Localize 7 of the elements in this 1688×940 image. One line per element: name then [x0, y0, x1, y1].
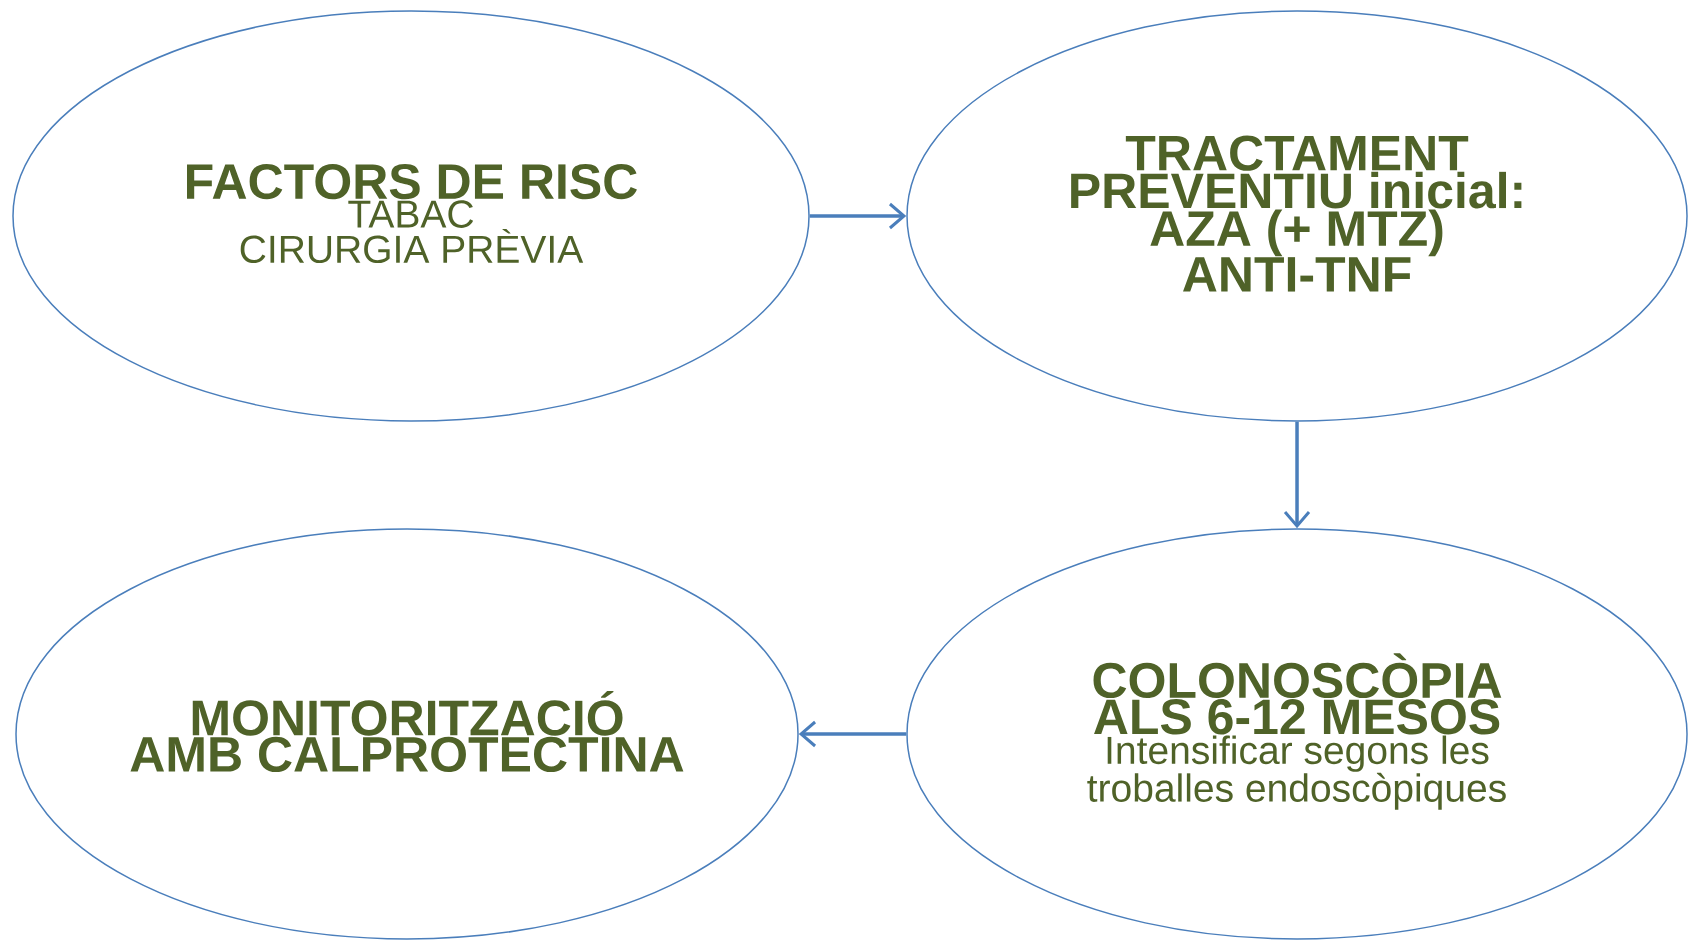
ellipse-node: FACTORS DE RISC TABAC CIRURGIA PRÈVIA — [12, 10, 810, 422]
arrow — [1283, 421, 1311, 529]
arrow — [809, 202, 907, 230]
ellipse-node: COLONOSCÒPIA ALS 6-12 MESOS Intensificar segons les troballes endoscòpiques — [906, 528, 1688, 940]
arrow — [798, 720, 907, 748]
ellipse-node: MONITORITZACIÓ AMB CALPROTECTINA — [15, 528, 799, 940]
ellipse-node: TRACTAMENT PREVENTIU inicial: AZA (+ MTZ) ANTI-TNF — [906, 10, 1688, 422]
